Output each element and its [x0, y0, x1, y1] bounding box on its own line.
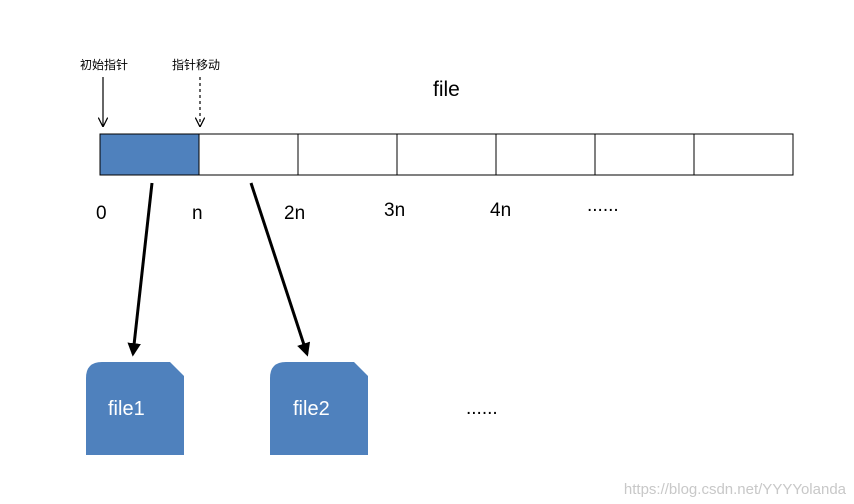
initial-pointer-label: 初始指针: [80, 58, 129, 72]
file-segments: [99, 133, 794, 176]
file-segment-0: [99, 133, 200, 176]
offset-label-ellipsis: ......: [587, 195, 619, 216]
files-ellipsis: ......: [466, 398, 498, 419]
file1-document-icon: [86, 362, 184, 455]
file1-label: file1: [108, 398, 145, 420]
offset-label-1: n: [192, 203, 203, 224]
offset-label-0: 0: [96, 203, 107, 224]
offset-label-2: 2n: [284, 203, 306, 224]
offset-label-3: 3n: [384, 200, 406, 221]
file2-document-icon: [270, 362, 368, 455]
file-title: file: [433, 78, 460, 101]
file-segment-1: [198, 133, 299, 176]
file-segment-3: [396, 133, 497, 176]
file-segment-5: [594, 133, 695, 176]
file-segment-6: [693, 133, 794, 176]
arrow-to-file2: [249, 182, 311, 357]
offset-label-4: 4n: [490, 200, 512, 221]
file-segment-4: [495, 133, 596, 176]
moved-pointer-label: 指针移动: [172, 58, 221, 72]
arrow-to-file1: [127, 182, 154, 357]
file2-label: file2: [293, 398, 330, 420]
watermark: https://blog.csdn.net/YYYYolanda: [623, 481, 846, 498]
file-segment-2: [297, 133, 398, 176]
